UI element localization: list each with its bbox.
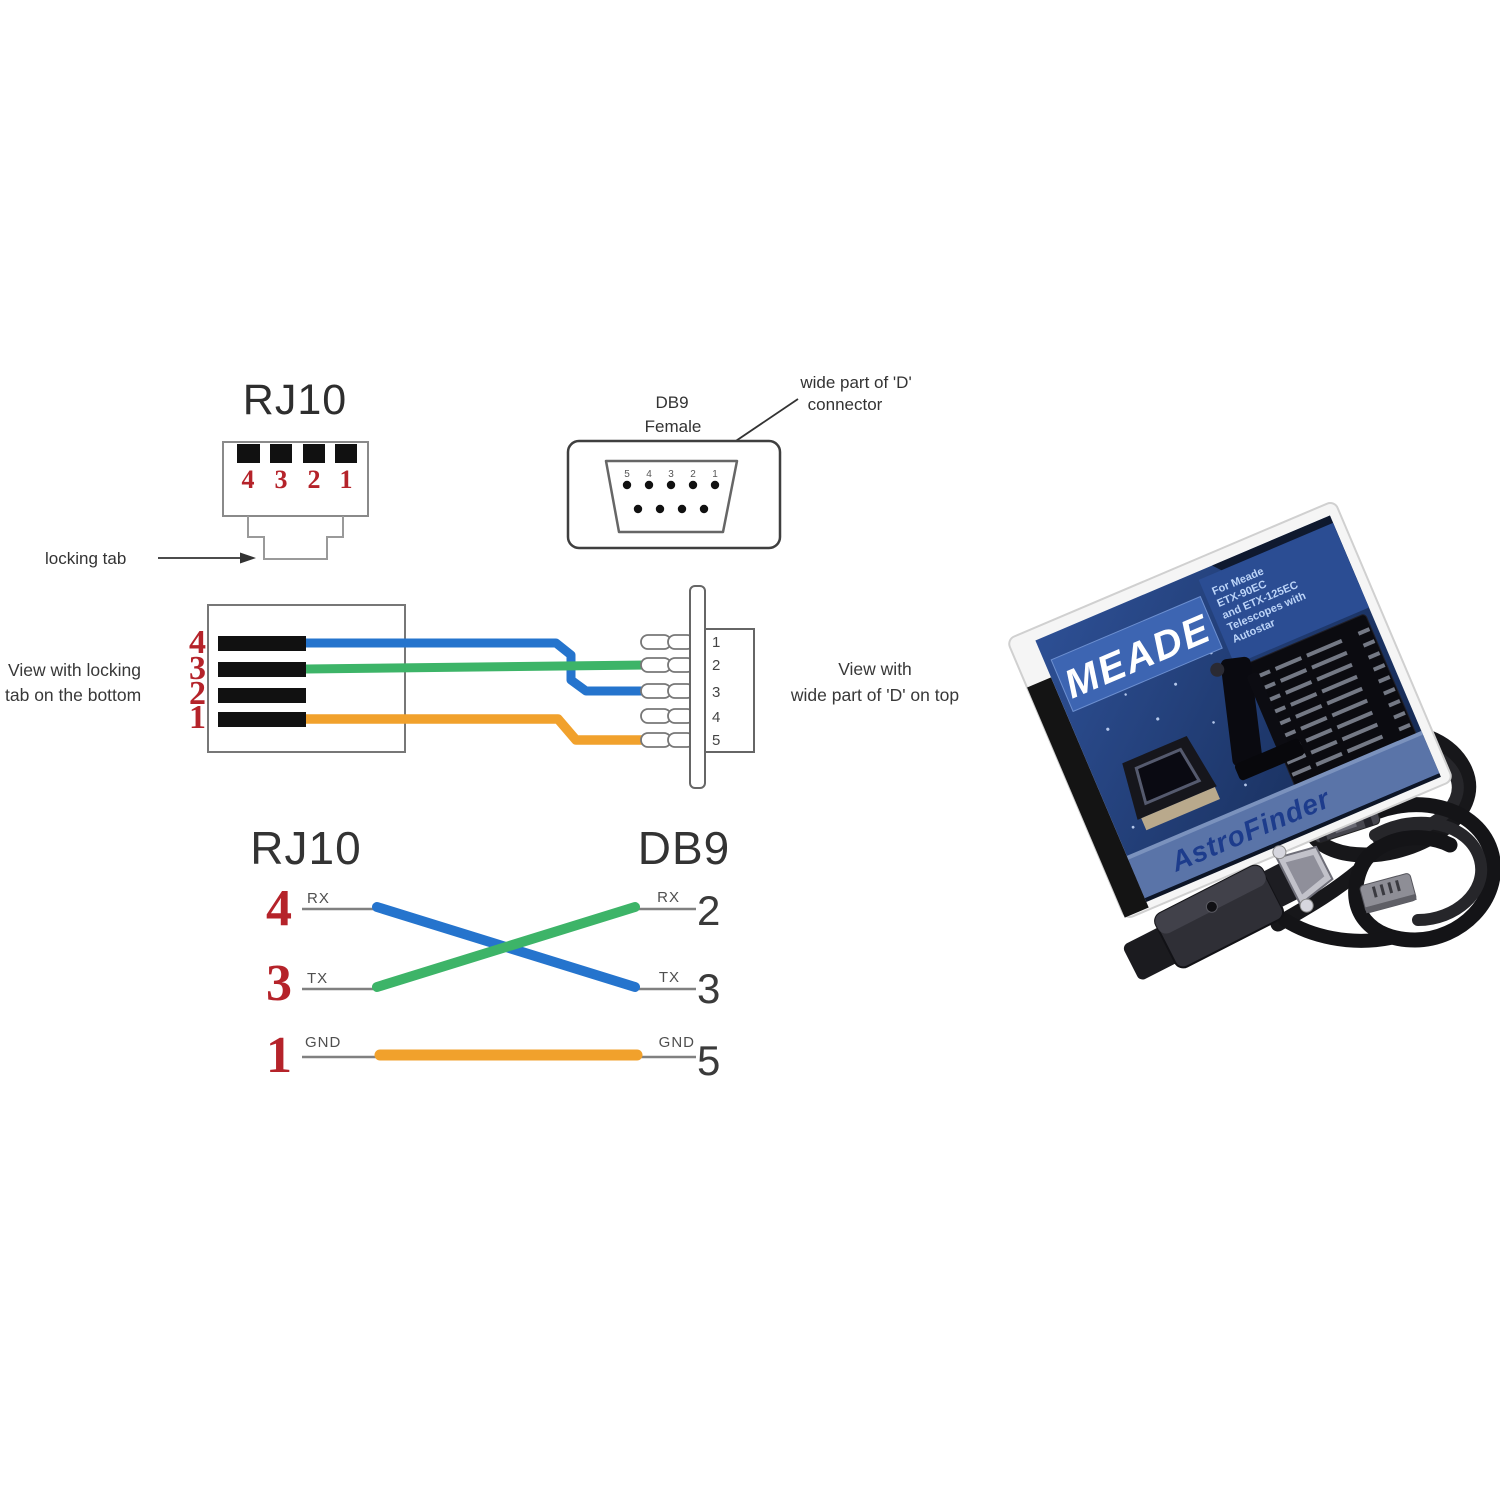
- middle-db9-pin: 2: [712, 657, 720, 674]
- db9-pin-number: 4: [646, 469, 652, 480]
- adapter-screw: [1272, 845, 1287, 860]
- db9-top-view: DB9 Female wide part of 'D' connector 5 …: [566, 373, 912, 550]
- schematic-signal: RX: [657, 889, 680, 906]
- wire-orange-middle: [306, 714, 648, 745]
- db9-flange: [689, 585, 706, 789]
- schematic-signal: RX: [307, 890, 330, 907]
- rj10-top-view: RJ10 4 3 2 1 locking tab: [45, 376, 369, 568]
- middle-rj10-contact: [218, 636, 306, 651]
- adapter-screw: [1299, 898, 1314, 913]
- db9-pin-box: [704, 628, 755, 753]
- db9-title: DB9: [655, 393, 688, 412]
- cover-text-block: [1198, 522, 1370, 665]
- adapter-screw-hole: [1205, 900, 1218, 913]
- middle-rj10-contact: [218, 662, 306, 677]
- middle-rj10-pin: 4: [189, 624, 206, 661]
- db9-pin-number: 2: [690, 469, 696, 480]
- cover-monitor-art: [1122, 735, 1220, 831]
- wiring-diagram: RJ10 4 3 2 1 locking tab DB9 Female wide…: [5, 373, 959, 1084]
- rj10-pin-number: 2: [308, 465, 321, 494]
- case-spine: [1027, 677, 1149, 918]
- middle-rj10-pin: 2: [189, 675, 206, 712]
- rj10-contact: [237, 444, 260, 463]
- middle-db9-pin: 4: [712, 709, 720, 726]
- middle-rj10-body: [207, 604, 406, 753]
- schematic-pin: 1: [266, 1027, 292, 1084]
- db9-pin-number: 3: [668, 469, 674, 480]
- db9-pin-number: 1: [712, 469, 718, 480]
- schematic-pin: 3: [697, 965, 720, 1012]
- schematic-pin: 2: [697, 887, 720, 934]
- bottom-schematic: RJ10 DB9 4 RX 3 TX 1 GND RX 2 TX 3 GND 5: [250, 822, 730, 1084]
- rj10-contact: [270, 444, 292, 463]
- wire-green-middle: [305, 660, 649, 674]
- product-photo: MEADE For Meade ETX-90EC and ETX-125EC T…: [1008, 502, 1500, 980]
- rj10-contact: [303, 444, 325, 463]
- schematic-pin: 4: [266, 880, 292, 937]
- band-highlight: [1126, 730, 1423, 860]
- middle-right-caption-line1: View with: [838, 659, 912, 679]
- middle-rj10-contact: [218, 688, 306, 703]
- schematic-right-header: DB9: [638, 822, 730, 874]
- meade-band: [1050, 595, 1223, 713]
- db9-adapter: [1123, 845, 1334, 980]
- db9-d-shape: [604, 459, 739, 534]
- schematic-left-header: RJ10: [250, 822, 361, 874]
- middle-db9-pin: 3: [712, 684, 720, 701]
- schematic-signal: TX: [659, 969, 680, 986]
- rj-plug: [1359, 873, 1417, 914]
- locking-tab-arrowhead: [240, 552, 256, 564]
- schematic-pin: 5: [697, 1037, 720, 1084]
- db9-subtitle: Female: [645, 417, 702, 436]
- middle-db9-pin: 1: [712, 634, 720, 651]
- astrofinder-band: [1127, 732, 1440, 899]
- schematic-signal: GND: [305, 1034, 341, 1051]
- middle-wiring-view: View with locking tab on the bottom View…: [5, 585, 959, 789]
- schematic-pin: 3: [266, 955, 292, 1012]
- cover-bottom-edge: [1144, 773, 1441, 902]
- middle-rj10-pin: 1: [189, 699, 206, 736]
- rj10-pin-number: 4: [242, 465, 255, 494]
- db9-crimp-stubs: [640, 634, 695, 748]
- rj10-locking-tab-shape: [247, 516, 344, 560]
- db9-annotation-line2: connector: [808, 395, 883, 414]
- rj10-title: RJ10: [243, 376, 347, 424]
- middle-rj10-contact: [218, 712, 306, 727]
- cd-jewel-case: MEADE For Meade ETX-90EC and ETX-125EC T…: [1008, 502, 1452, 918]
- rj10-pin-number: 3: [275, 465, 288, 494]
- db9-annotation-line1: wide part of 'D': [799, 373, 911, 392]
- middle-rj10-pin: 3: [189, 650, 206, 687]
- db9-pin-number: 5: [624, 469, 630, 480]
- wire-green-schematic: [372, 902, 640, 992]
- locking-tab-label: locking tab: [45, 549, 126, 568]
- rj10-contact: [335, 444, 357, 463]
- db9-pins: [622, 480, 720, 514]
- middle-db9-pin: 5: [712, 732, 720, 749]
- middle-left-caption-line1: View with locking: [8, 660, 141, 680]
- middle-left-caption-line2: tab on the bottom: [5, 685, 141, 705]
- rj10-pin-number: 1: [340, 465, 353, 494]
- schematic-signal: TX: [307, 970, 328, 987]
- cover-telescope-art: [1210, 656, 1304, 781]
- middle-right-caption-line2: wide part of 'D' on top: [790, 685, 959, 705]
- schematic-signal: GND: [659, 1034, 695, 1051]
